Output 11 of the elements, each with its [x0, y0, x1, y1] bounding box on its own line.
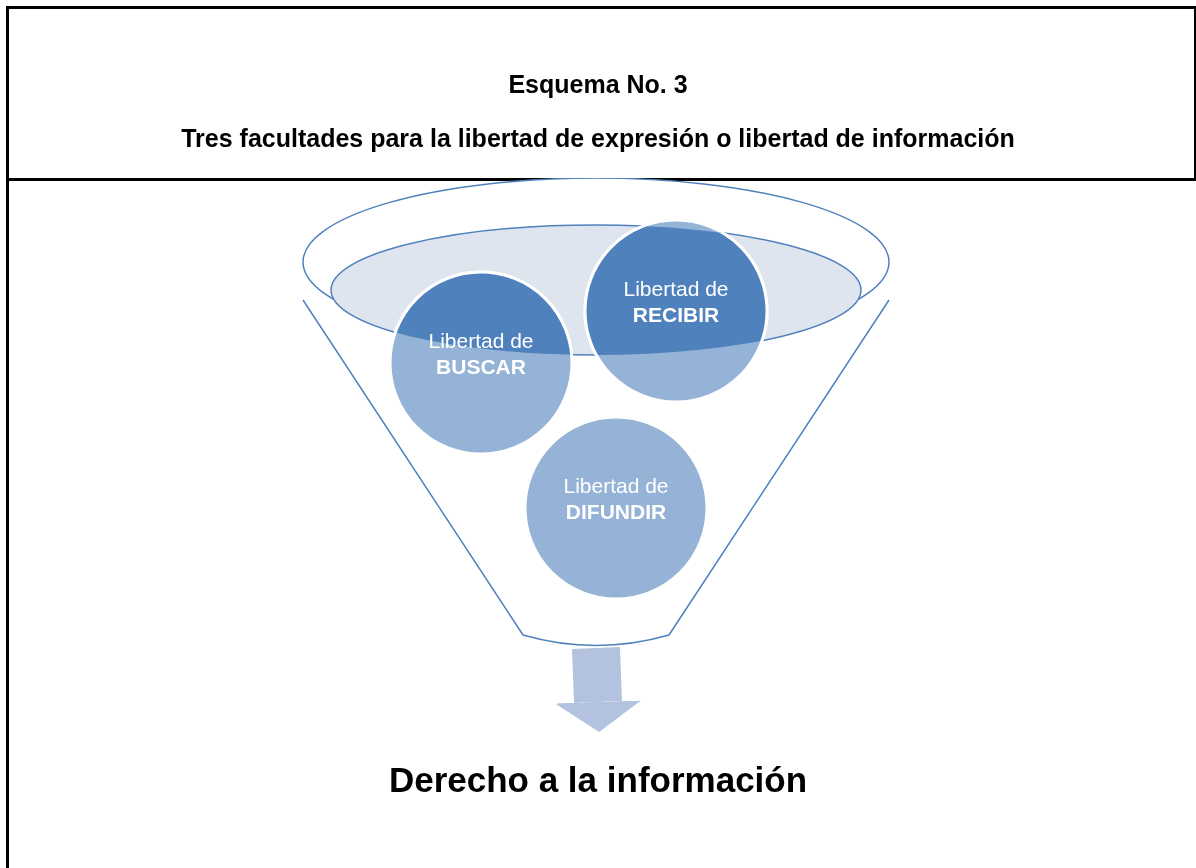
- title: Esquema No. 3: [507, 70, 689, 99]
- circle-label: Libertad de BUSCAR: [427, 328, 535, 380]
- circle-label: Libertad de DIFUNDIR: [562, 473, 670, 525]
- block-arrow: [555, 647, 641, 732]
- funnel-drawing: [300, 178, 892, 648]
- circle-node: [583, 218, 769, 404]
- circle-label: Libertad de RECIBIR: [622, 276, 730, 328]
- subtitle: Tres facultades para la libertad de expresión o libertad de información: [180, 124, 1016, 153]
- circle-node: [523, 415, 709, 601]
- result-text: Derecho a la información: [0, 760, 1196, 800]
- circle-node: [388, 270, 574, 456]
